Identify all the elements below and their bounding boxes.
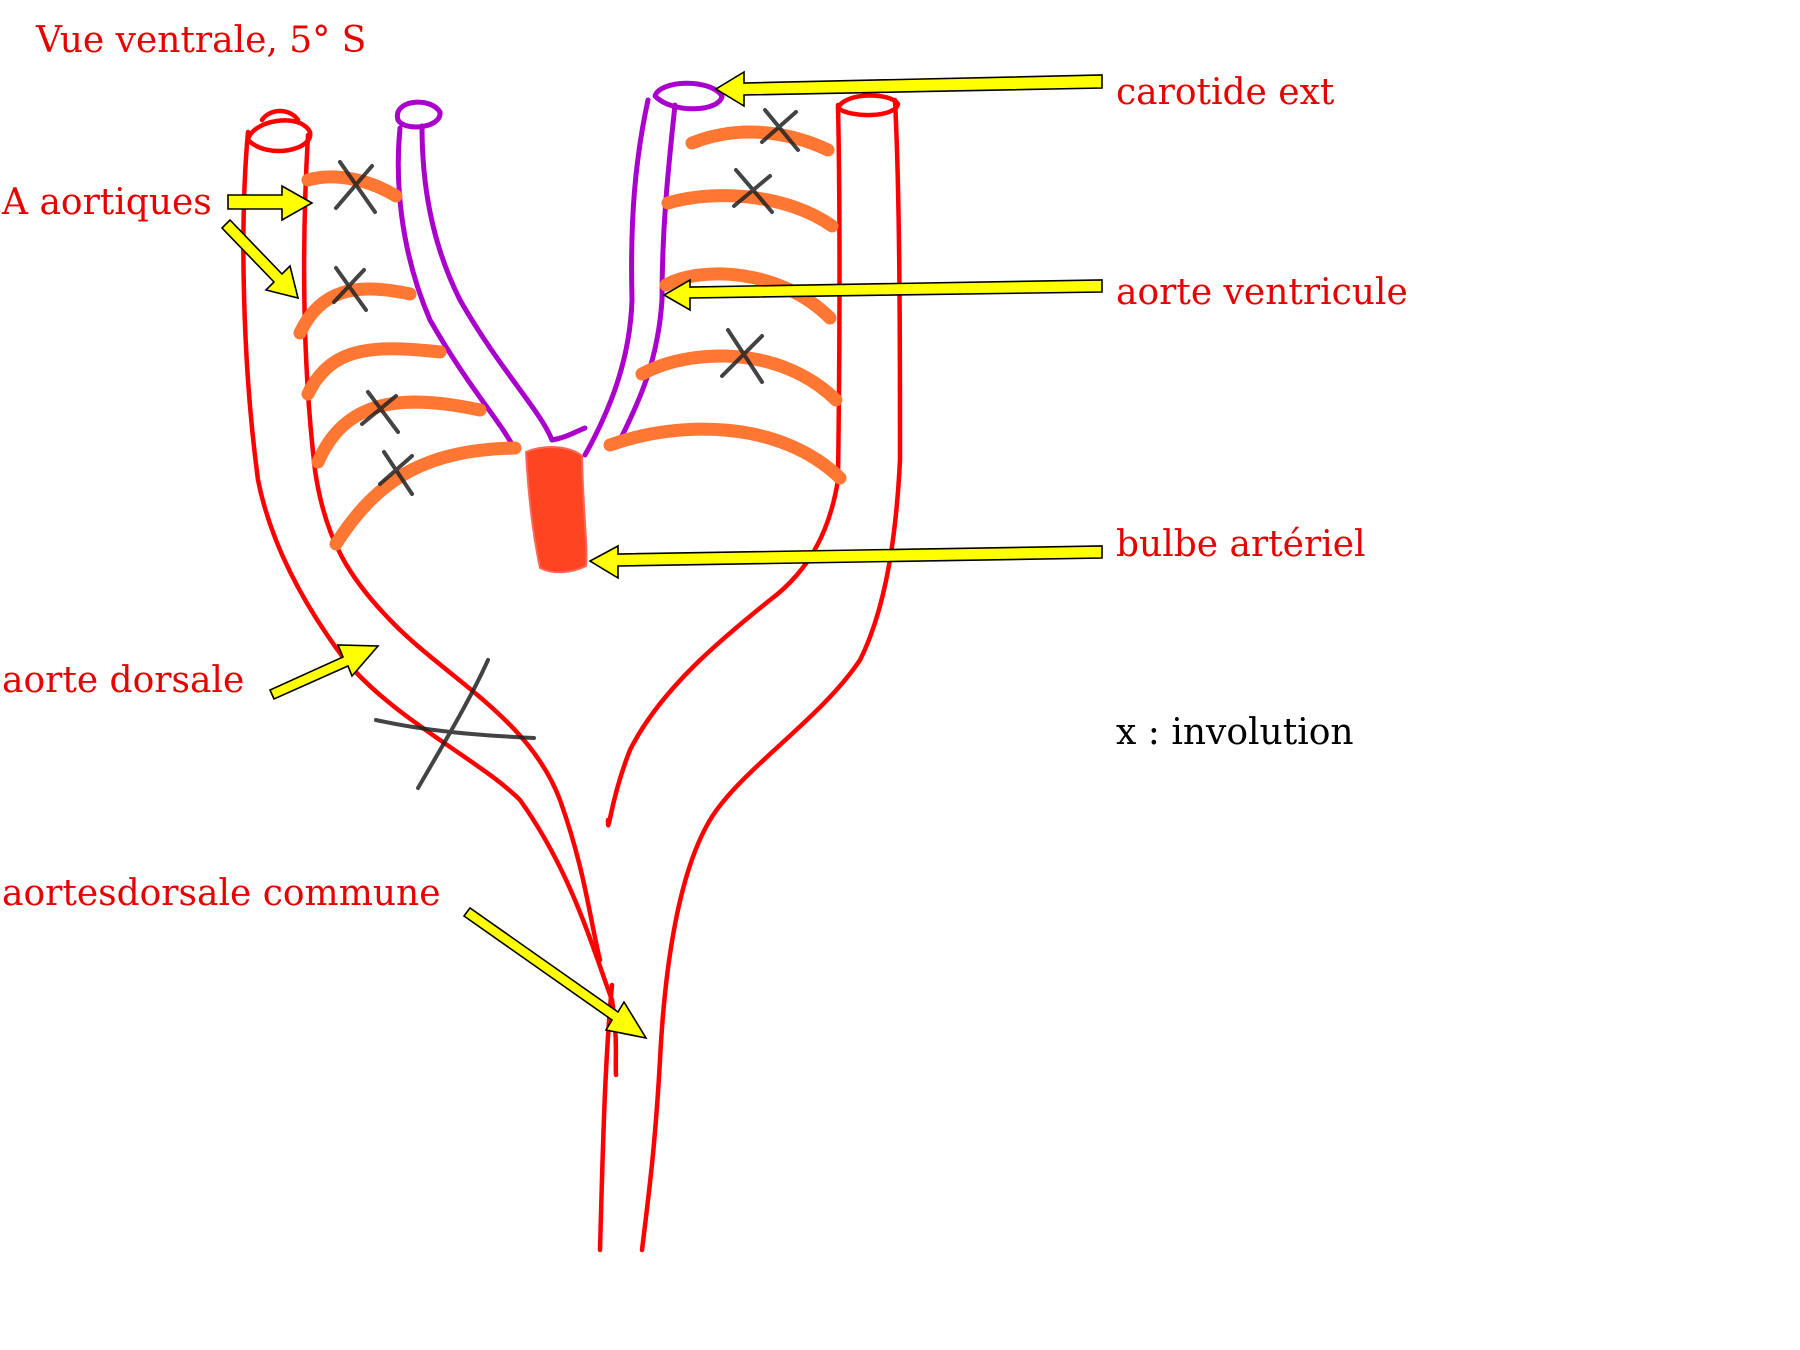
aortic-arch-right-4 <box>635 349 843 407</box>
left-ventral-aorta-outer <box>395 125 518 453</box>
arrow-a-aortiques-upper <box>227 184 314 222</box>
label-aorte-ventricule: aorte ventricule <box>1116 272 1408 313</box>
aortic-arch-left-3 <box>301 342 447 401</box>
involution-cross-1 <box>334 160 377 214</box>
involution-cross-8 <box>374 658 536 790</box>
aortic-arch-right-1 <box>685 125 835 157</box>
left-dorsal-aorta-outer <box>241 129 619 1078</box>
label-aorte-dorsale-commune: aortesdorsale commune <box>2 873 441 914</box>
right-dorsal-aorta-outer <box>639 97 903 1253</box>
arrow-a-aortiques-lower <box>220 218 300 300</box>
aortic-arch-left-5 <box>329 441 522 551</box>
left-ventral-aorta-inner <box>419 123 555 443</box>
diagram-title: Vue ventrale, 5° S <box>35 20 366 61</box>
label-arrows <box>220 70 1103 1040</box>
ventral-aortae <box>395 80 725 458</box>
arrow-aorte-dorsale <box>268 644 380 701</box>
involution-cross-7 <box>720 328 764 384</box>
left-dorsal-aorta-top <box>245 108 313 154</box>
arrow-aorte-dorsale-commune <box>462 906 648 1040</box>
arrow-aorte-ventricule <box>662 278 1103 312</box>
bulbus-arteriosus <box>524 446 588 574</box>
label-carotide-ext: carotide ext <box>1116 72 1335 113</box>
left-ventral-aorta-top <box>395 99 443 130</box>
involution-marks <box>332 108 800 790</box>
arrow-bulbe-arteriel <box>588 544 1103 580</box>
aortic-arch-right-5 <box>603 422 847 485</box>
label-aorte-dorsale: aorte dorsale <box>2 660 244 701</box>
involution-cross-6 <box>732 168 774 214</box>
involution-cross-3 <box>360 390 400 434</box>
right-ventral-aorta-top <box>652 80 725 112</box>
arrow-carotide-ext <box>714 70 1103 108</box>
ventral-aorta-junction <box>549 425 588 443</box>
involution-cross-5 <box>760 108 800 152</box>
dorsal-aortae <box>241 93 903 1253</box>
involution-cross-2 <box>332 266 368 312</box>
involution-cross-4 <box>378 450 414 496</box>
aortic-arch-right-3 <box>659 267 837 325</box>
right-dorsal-aorta-inner <box>605 102 842 828</box>
aortic-arch-right-2 <box>661 189 839 233</box>
right-ventral-aorta-inner <box>617 102 678 443</box>
label-bulbe-arteriel: bulbe artériel <box>1116 524 1366 565</box>
right-ventral-aorta-outer <box>582 97 651 458</box>
right-dorsal-aorta-top <box>835 93 901 118</box>
legend-involution: x : involution <box>1116 712 1354 753</box>
label-a-aortiques: A aortiques <box>1 182 212 223</box>
